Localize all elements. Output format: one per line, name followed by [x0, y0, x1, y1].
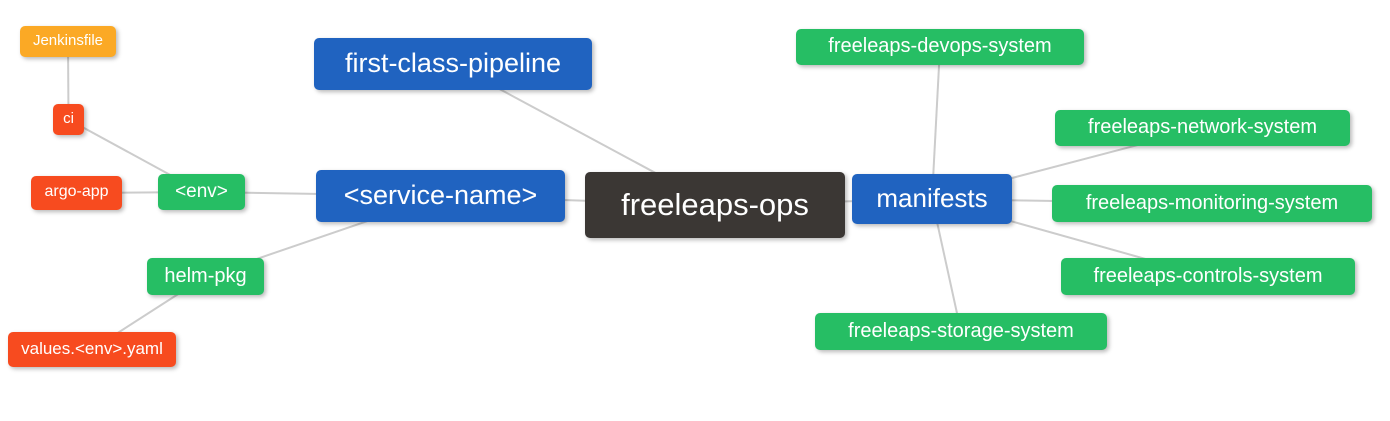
- node-devops-system[interactable]: freeleaps-devops-system: [796, 29, 1084, 65]
- node-network-system[interactable]: freeleaps-network-system: [1055, 110, 1350, 146]
- node-env[interactable]: <env>: [158, 174, 245, 210]
- node-label: freeleaps-network-system: [1088, 116, 1317, 138]
- node-service-name[interactable]: <service-name>: [316, 170, 565, 222]
- node-ci[interactable]: ci: [53, 104, 84, 135]
- node-label: Jenkinsfile: [32, 32, 104, 49]
- node-label: helm-pkg: [164, 264, 247, 287]
- node-freeleaps-ops[interactable]: freeleaps-ops: [585, 172, 845, 238]
- node-controls-system[interactable]: freeleaps-controls-system: [1061, 258, 1355, 295]
- node-label: freeleaps-devops-system: [828, 35, 1052, 57]
- node-label: freeleaps-storage-system: [848, 319, 1074, 342]
- node-label: freeleaps-monitoring-system: [1085, 191, 1339, 214]
- node-label: <service-name>: [343, 179, 538, 210]
- node-label: first-class-pipeline: [344, 47, 562, 78]
- node-label: freeleaps-ops: [621, 186, 809, 222]
- node-storage-system[interactable]: freeleaps-storage-system: [815, 313, 1107, 350]
- node-label: ci: [63, 110, 74, 127]
- node-helm-pkg[interactable]: helm-pkg: [147, 258, 264, 295]
- node-values-env-yaml[interactable]: values.<env>.yaml: [8, 332, 176, 367]
- node-jenkinsfile[interactable]: Jenkinsfile: [20, 26, 116, 57]
- node-monitoring-system[interactable]: freeleaps-monitoring-system: [1052, 185, 1372, 222]
- node-argo-app[interactable]: argo-app: [31, 176, 122, 210]
- node-label: values.<env>.yaml: [21, 339, 163, 358]
- node-label: freeleaps-controls-system: [1093, 264, 1323, 287]
- node-first-class-pipeline[interactable]: first-class-pipeline: [314, 38, 592, 90]
- node-label: <env>: [175, 180, 228, 202]
- node-label: manifests: [876, 183, 988, 213]
- edge-manifests-devops-system: [931, 46, 941, 200]
- node-manifests[interactable]: manifests: [852, 174, 1012, 224]
- node-label: argo-app: [44, 183, 109, 200]
